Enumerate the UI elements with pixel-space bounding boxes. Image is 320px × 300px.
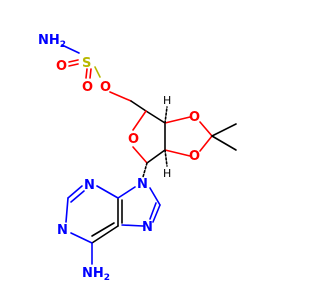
- bond-c8-n7: [152, 204, 161, 223]
- bond-s-o-bottom-2: [89, 68, 92, 79]
- bond-c6-c5-double: [91, 222, 115, 237]
- nh2-bottom-label: NH2: [82, 266, 110, 283]
- bond-n3-c2p-double: [70, 190, 85, 203]
- ring-o-label: O: [128, 132, 139, 147]
- sulfur-label: S: [82, 56, 91, 71]
- bond-c4p-n3: [96, 185, 119, 199]
- bond-n9-c4p: [117, 186, 136, 199]
- bond-s-o-left-1: [68, 59, 79, 63]
- bond-o-bottom-cq: [199, 135, 213, 152]
- h-bottom-label: H: [163, 167, 171, 180]
- bond-s-o-bottom-1: [85, 68, 88, 79]
- bond-ch2-c4: [130, 100, 147, 112]
- dioxolane-o-top-label: O: [189, 110, 200, 125]
- bond-s-o-ester: [94, 66, 101, 78]
- bond-n7-c5: [121, 224, 144, 227]
- sulfonyl-o-left-label: O: [56, 59, 67, 74]
- bond-cq-methyl-2: [211, 135, 237, 151]
- nh2-top-label: NH2: [38, 33, 66, 50]
- bond-c4-c3: [145, 110, 166, 124]
- bond-c1-n9: [142, 162, 148, 178]
- bond-c6-c5: [91, 225, 119, 244]
- bond-c2-h: [164, 149, 168, 167]
- h-top-label: H: [163, 94, 171, 107]
- bond-o-ring-c4: [132, 110, 147, 131]
- sulfonyl-o-bottom-label: O: [82, 80, 93, 95]
- bond-c2-o-bottom: [164, 149, 191, 157]
- bond-o-ester-ch2: [109, 91, 132, 102]
- bond-cq-methyl-1: [211, 123, 237, 137]
- bond-n9-c8: [149, 187, 161, 206]
- n7-label: N: [142, 220, 153, 235]
- bond-n-s: [61, 44, 80, 54]
- bond-c2p-n1: [65, 197, 69, 223]
- bond-c8-n7-double: [149, 202, 157, 220]
- atom-labels: NH2 S O O O O O O H H N N N N NH2: [38, 33, 200, 283]
- bond-c3-o-top: [164, 116, 191, 124]
- bond-o-top-cq: [199, 121, 213, 137]
- n9-label: N: [137, 177, 148, 192]
- bond-c2-c1: [146, 149, 166, 164]
- bonds: [61, 44, 237, 265]
- bond-n3-c2p: [67, 185, 83, 199]
- bond-s-o-left-2: [68, 63, 79, 67]
- bond-c1-o-ring: [132, 146, 148, 164]
- bond-c3-h: [164, 106, 168, 124]
- ester-o-label: O: [100, 80, 111, 95]
- dioxolane-o-bottom-label: O: [189, 149, 200, 164]
- n3-label: N: [84, 178, 95, 193]
- bond-n1-c6: [70, 232, 93, 244]
- molecule-structure: NH2 S O O O O O O H H N N N N NH2: [38, 33, 237, 283]
- n1-label: N: [57, 223, 68, 238]
